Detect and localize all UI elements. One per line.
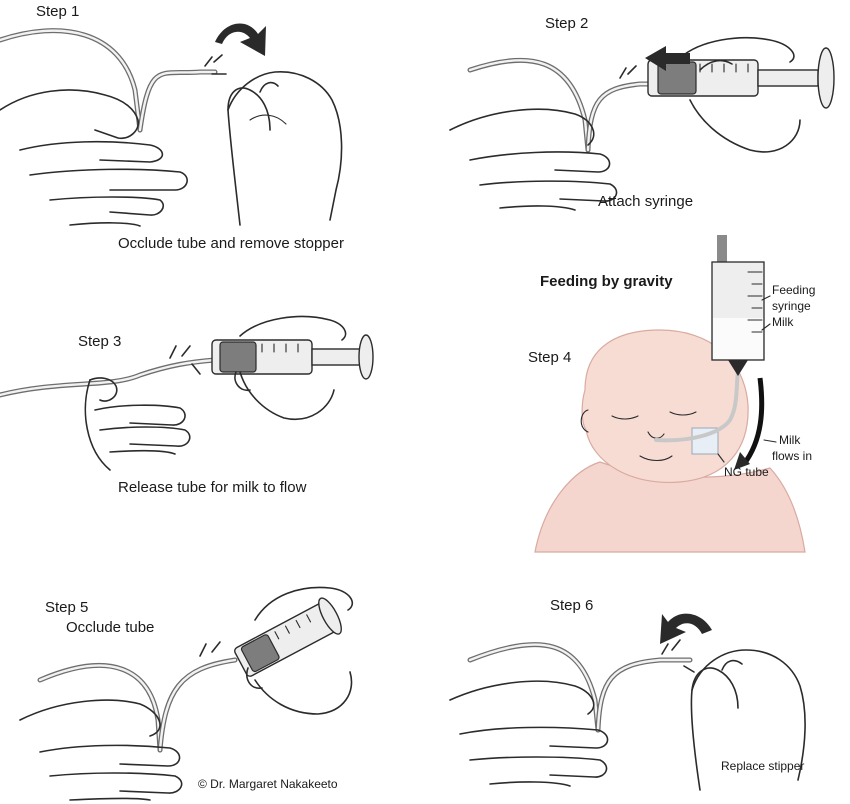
label-feeding: Feeding xyxy=(772,284,815,297)
step1-caption: Occlude tube and remove stopper xyxy=(118,236,344,253)
step1-label: Step 1 xyxy=(36,4,79,21)
step6-tube xyxy=(470,640,694,730)
step6-caption: Replace stipper xyxy=(721,760,804,773)
label-milk-flows-1: Milk xyxy=(779,434,800,447)
step2-label: Step 2 xyxy=(545,16,588,33)
step1-tube xyxy=(0,31,226,130)
label-syringe: syringe xyxy=(772,300,811,313)
step3-label: Step 3 xyxy=(78,334,121,351)
step6-rotate-arrow xyxy=(660,614,712,644)
label-milk-flows-2: flows in xyxy=(772,450,812,463)
leader-milk-flows xyxy=(764,440,776,442)
milk-in-syringe xyxy=(713,318,763,359)
step2-tube xyxy=(470,60,650,150)
step5-tube xyxy=(40,642,235,750)
step2-illustration xyxy=(450,38,834,210)
step4-label: Step 4 xyxy=(528,350,571,367)
step3-tube xyxy=(0,346,215,395)
copyright-notice: © Dr. Margaret Nakakeeto xyxy=(198,778,338,791)
step4-title: Feeding by gravity xyxy=(540,274,673,291)
step3-left-hand xyxy=(85,378,189,470)
feeding-syringe xyxy=(712,235,764,376)
step1-right-hand xyxy=(228,72,342,225)
step1-left-hand xyxy=(0,90,187,226)
step3-caption: Release tube for milk to flow xyxy=(118,480,306,497)
step6-left-hand xyxy=(450,681,608,786)
step1-illustration xyxy=(0,24,342,226)
step6-label: Step 6 xyxy=(550,598,593,615)
step3-illustration xyxy=(0,317,373,470)
step2-caption: Attach syringe xyxy=(598,194,693,211)
label-ng-tube: NG tube xyxy=(724,466,769,479)
step1-rotate-arrow xyxy=(215,24,266,56)
step5-caption: Occlude tube xyxy=(66,620,154,637)
step5-label: Step 5 xyxy=(45,600,88,617)
label-milk: Milk xyxy=(772,316,793,329)
